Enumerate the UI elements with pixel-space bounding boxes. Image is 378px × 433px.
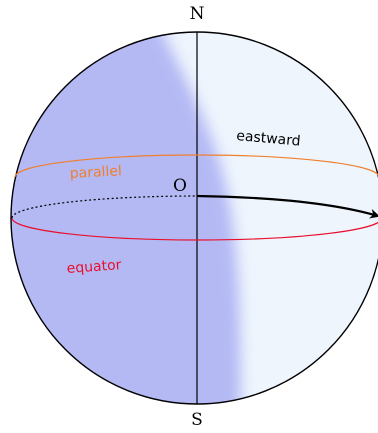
north-pole-label: N xyxy=(190,4,205,24)
origin-label: O xyxy=(173,176,187,196)
south-pole-label: S xyxy=(191,410,203,430)
parallel-label: parallel xyxy=(69,163,122,182)
